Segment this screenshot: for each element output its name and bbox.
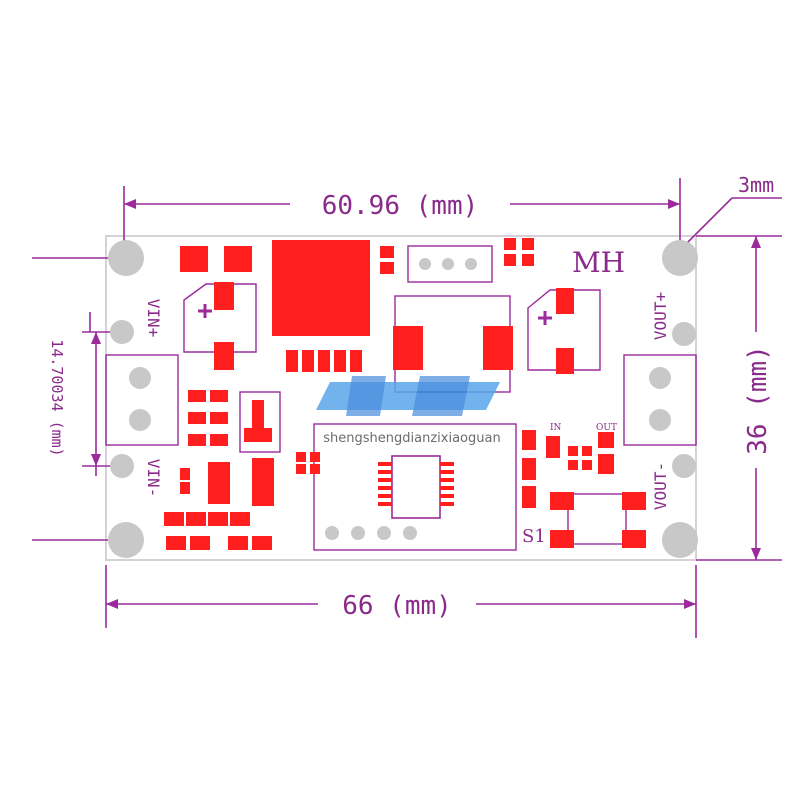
dimension-hole-size: 3mm (738, 173, 774, 197)
label-vout-minus: VOUT- (651, 462, 670, 510)
label-s1: S1 (522, 526, 546, 547)
hole-bottom-left (108, 522, 144, 558)
dimension-lines (32, 178, 782, 638)
hole-bottom-right (662, 522, 698, 558)
mcu-chip-pins (378, 462, 454, 506)
watermark-logo (316, 376, 500, 416)
dimension-left-height: 14.70034 (mm) (48, 339, 66, 456)
label-mh: MH (572, 246, 625, 279)
mounting-holes (108, 240, 698, 558)
dimension-right-height: 36 (mm) (743, 345, 773, 455)
polarity-marks (198, 304, 552, 325)
label-vin-minus: VIN- (144, 459, 163, 498)
label-vout-plus: VOUT+ (651, 292, 670, 340)
dimension-bottom-width: 66 (mm) (342, 591, 452, 621)
dimension-top-width: 60.96 (mm) (322, 191, 479, 221)
mcu-chip (391, 455, 441, 519)
copper-pads (164, 238, 646, 550)
label-in: IN (550, 423, 562, 433)
hole-top-left (108, 240, 144, 276)
label-vin-plus: VIN+ (144, 299, 163, 338)
label-out: OUT (596, 423, 617, 433)
watermark-text: shengshengdianzixiaoguan (323, 431, 500, 446)
hole-top-right (662, 240, 698, 276)
